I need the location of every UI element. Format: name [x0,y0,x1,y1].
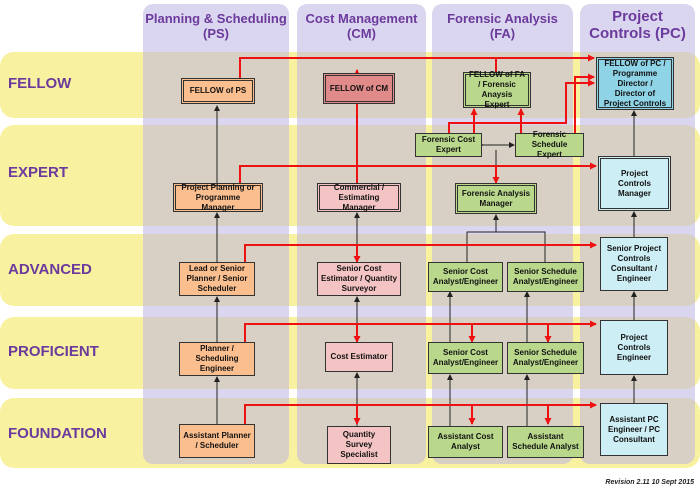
level-label-foundation: FOUNDATION [8,425,107,442]
link-red-proficient-pc [244,320,597,342]
box-fa-cost-expert: Forensic Cost Expert [415,133,482,157]
column-heading-ps: Planning & Scheduling(PS) [145,11,287,41]
box-fa-schedule-expert: Forensic Schedule Expert [515,130,584,159]
box-pc-expert: Project Controls Manager [598,156,671,211]
box-ps-proficient: Planner / Scheduling Engineer [179,342,255,376]
box-fa-senior-cost-proficient: Senior Cost Analyst/Engineer [428,342,503,374]
level-label-fellow: FELLOW [8,75,72,92]
box-pc-advanced: Senior Project Controls Consultant / Eng… [600,237,668,291]
link-red-advanced-pc [244,241,597,262]
box-fa-assistant-schedule: Assistant Schedule Analyst [507,426,584,458]
box-fa-fellow: FELLOW of FA / Forensic Anaysis Expert [463,70,531,109]
box-pc-foundation: Assistant PC Engineer / PC Consultant [600,403,668,456]
revision-note: Revision 2.11 10 Sept 2015 [605,479,694,486]
box-fa-manager: Forensic Analysis Manager [455,183,537,214]
box-fa-assistant-cost: Assistant Cost Analyst [428,426,503,458]
column-heading-fa: Forensic Analysis(FA) [447,11,558,41]
level-label-advanced: ADVANCED [8,261,92,278]
link-red-expert-pc [239,162,597,183]
box-ps-expert: Project Planning or Programme Manager [173,183,263,212]
link-red-foundation-pc [244,401,597,424]
box-cm-advanced: Senior Cost Estimator / Quantity Surveyo… [317,262,401,296]
box-pc-proficient: Project Controls Engineer [600,320,668,375]
box-cm-foundation: Quantity Survey Specialist [327,426,391,464]
box-fa-senior-schedule-proficient: Senior Schedule Analyst/Engineer [507,342,584,374]
box-cm-expert: Commercial / Estimating Manager [317,183,401,212]
box-cm-fellow: FELLOW of CM [323,73,395,104]
level-label-expert: EXPERT [8,164,69,181]
box-ps-advanced: Lead or Senior Planner / Senior Schedule… [179,262,255,296]
box-ps-foundation: Assistant Planner / Scheduler [179,424,255,458]
column-heading-cm: Cost Management(CM) [305,11,418,41]
box-ps-fellow: FELLOW of PS [181,78,255,104]
box-pc-fellow: FELLOW of PC / Programme Director / Dire… [596,57,674,110]
link-red-ps-fellow-pc-fellow [239,54,595,78]
box-fa-senior-cost-advanced: Senior Cost Analyst/Engineer [428,262,503,292]
level-label-proficient: PROFICIENT [8,343,99,360]
box-fa-senior-schedule-advanced: Senior Schedule Analyst/Engineer [507,262,584,292]
box-cm-proficient: Cost Estimator [325,342,393,372]
link-fa-advanced-manager [466,231,546,262]
